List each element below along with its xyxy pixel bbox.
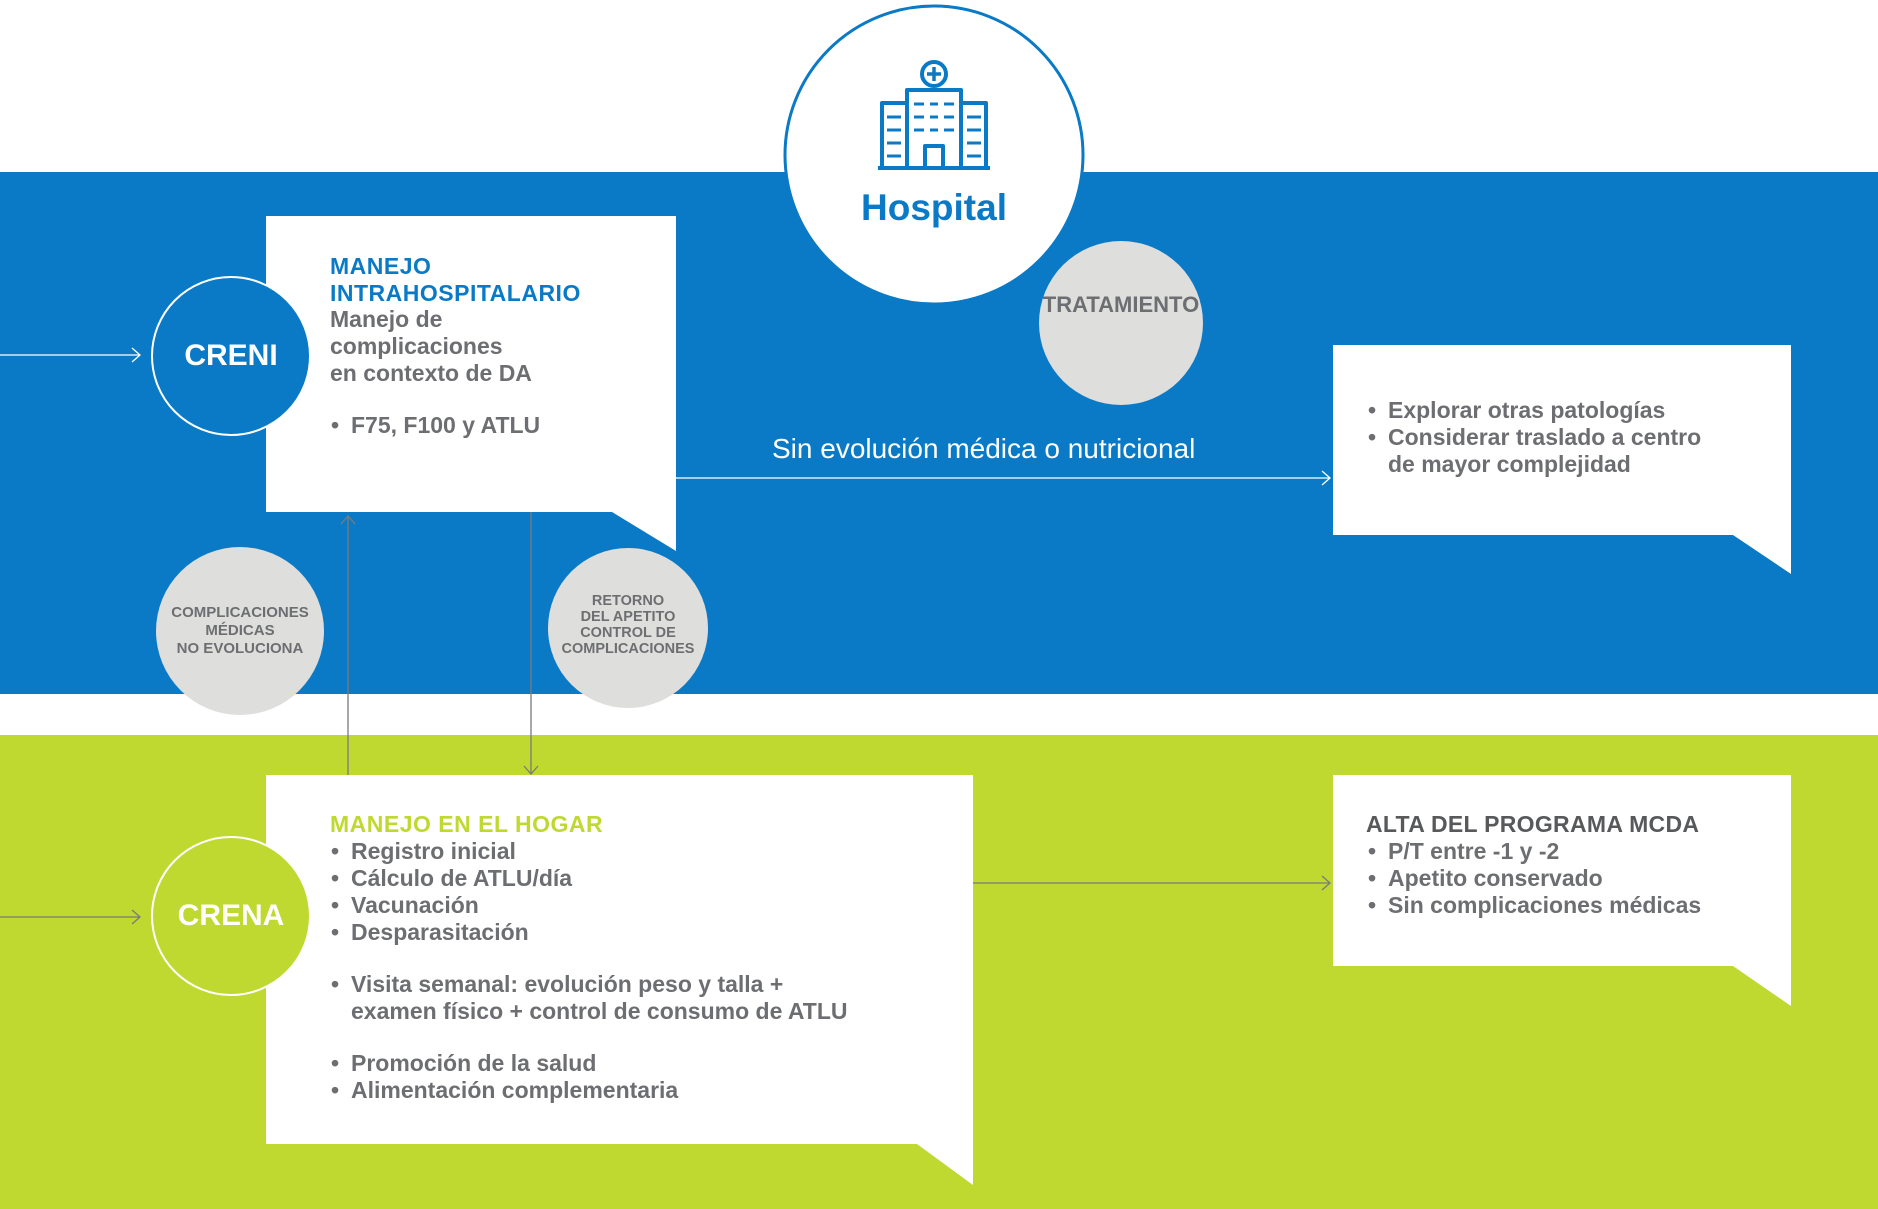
- creni-subheading: Manejo de complicaciones en contexto de …: [330, 306, 532, 386]
- retorno-circle: [548, 548, 708, 708]
- arrow-to-crena: [0, 909, 141, 925]
- hospital-building-icon: [878, 60, 990, 170]
- alta-bullet: Apetito conservado: [1366, 865, 1701, 892]
- crena-label: CRENA: [177, 899, 285, 932]
- crena-bullet-list-3: Promoción de la salud Alimentación compl…: [329, 1050, 678, 1104]
- creni-speech-bubble: [266, 216, 676, 551]
- crena-bullet: Cálculo de ATLU/día: [329, 865, 572, 892]
- explorar-bullet: Considerar traslado a centro de mayor co…: [1366, 424, 1701, 478]
- creni-bullet: F75, F100 y ATLU: [329, 412, 540, 439]
- alta-bullet: Sin complicaciones médicas: [1366, 892, 1701, 919]
- complicaciones-label: COMPLICACIONES MÉDICAS NO EVOLUCIONA: [171, 604, 309, 657]
- creni-circle: [151, 276, 311, 436]
- explorar-bullet: Explorar otras patologías: [1366, 397, 1701, 424]
- crena-bullet: Vacunación: [329, 892, 572, 919]
- explorar-bullet-list: Explorar otras patologías Considerar tra…: [1366, 397, 1701, 478]
- tratamiento-circle: [1039, 241, 1203, 405]
- sin-evolucion-label: Sin evolución médica o nutricional: [772, 433, 1196, 464]
- arrow-complicaciones-up: [340, 515, 356, 775]
- tratamiento-label: TRATAMIENTO: [1042, 292, 1200, 317]
- crena-bullet: Alimentación complementaria: [329, 1077, 678, 1104]
- crena-circle: [151, 836, 311, 996]
- creni-label: CRENI: [184, 339, 278, 372]
- crena-bullet-list-2: Visita semanal: evolución peso y talla +…: [329, 971, 848, 1025]
- arrow-to-creni: [0, 347, 141, 363]
- crena-bullet: Visita semanal: evolución peso y talla +…: [329, 971, 848, 1025]
- alta-bullet: P/T entre -1 y -2: [1366, 838, 1701, 865]
- arrow-to-alta: [973, 875, 1331, 891]
- crena-heading: MANEJO EN EL HOGAR: [330, 811, 604, 837]
- crena-bullet: Desparasitación: [329, 919, 572, 946]
- crena-bullet-list-1: Registro inicial Cálculo de ATLU/día Vac…: [329, 838, 572, 946]
- hospital-circle: [783, 4, 1085, 306]
- complicaciones-circle: [156, 547, 324, 715]
- alta-heading: ALTA DEL PROGRAMA MCDA: [1366, 811, 1700, 837]
- creni-bullet-list: F75, F100 y ATLU: [329, 412, 540, 439]
- creni-heading: MANEJO INTRAHOSPITALARIO: [330, 253, 581, 306]
- arrow-to-explorar: [676, 470, 1331, 486]
- retorno-label: RETORNO DEL APETITO CONTROL DE COMPLICAC…: [561, 593, 695, 657]
- arrow-retorno-down: [523, 512, 539, 775]
- crena-bullet: Promoción de la salud: [329, 1050, 678, 1077]
- hospital-title: Hospital: [861, 187, 1007, 228]
- crena-bullet: Registro inicial: [329, 838, 572, 865]
- alta-bullet-list: P/T entre -1 y -2 Apetito conservado Sin…: [1366, 838, 1701, 919]
